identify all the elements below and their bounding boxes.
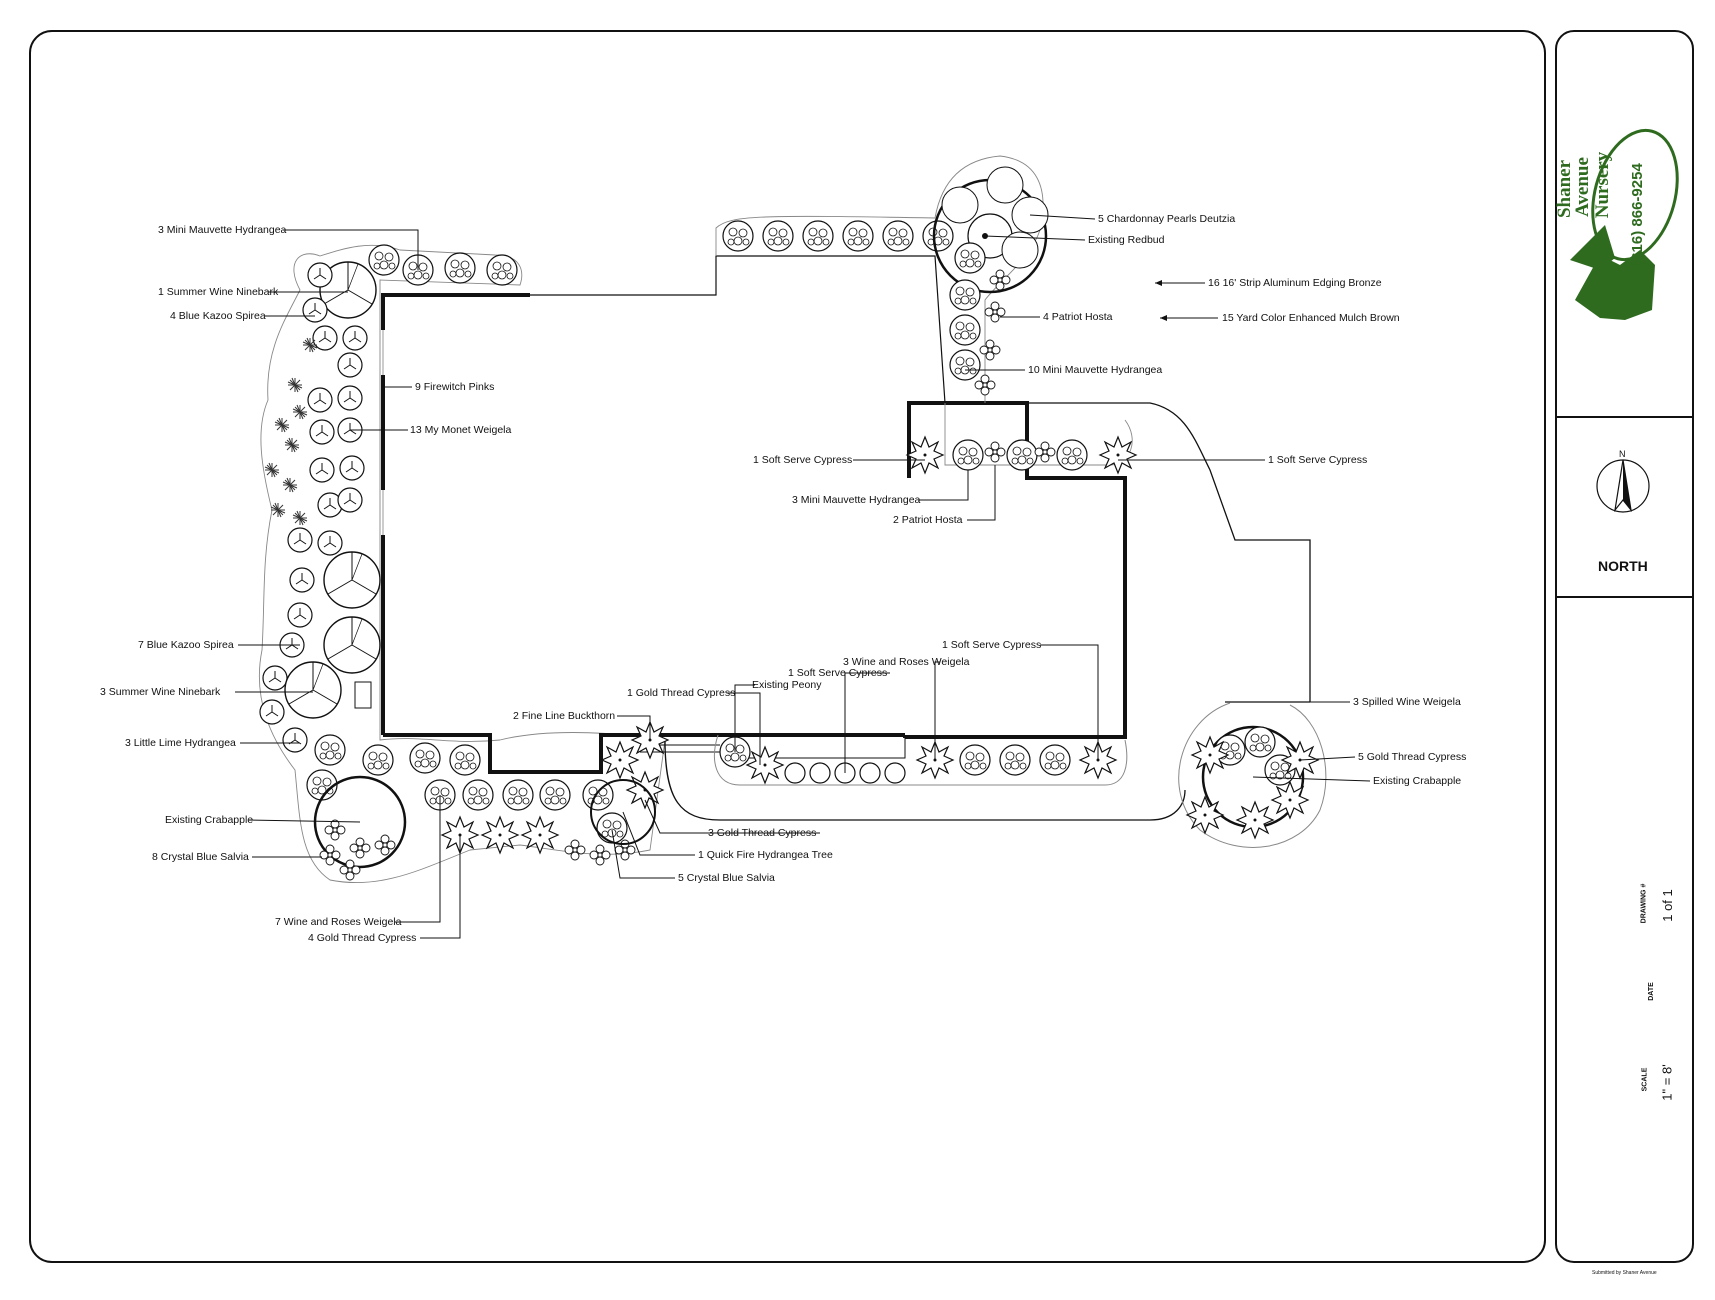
label-quick-fire-1: 1 Quick Fire Hydrangea Tree — [698, 849, 833, 861]
label-wine-roses-7: 7 Wine and Roses Weigela — [275, 916, 402, 928]
drawing-number-value: 1 of 1 — [1659, 889, 1675, 922]
label-patriot-hosta-4: 4 Patriot Hosta — [1043, 311, 1113, 323]
logo-line-3: Nursery — [1592, 151, 1614, 219]
label-existing-peony: Existing Peony — [752, 679, 822, 691]
label-blue-kazoo-4: 4 Blue Kazoo Spirea — [170, 310, 266, 322]
label-mini-mauvette-3-top: 3 Mini Mauvette Hydrangea — [158, 224, 287, 236]
label-gold-thread-4: 4 Gold Thread Cypress — [308, 932, 417, 944]
drawing-number-label: DRAWING # — [1640, 883, 1648, 924]
label-firewitch-9: 9 Firewitch Pinks — [415, 381, 495, 393]
label-gold-thread-5: 5 Gold Thread Cypress — [1358, 751, 1467, 763]
scale-value: 1" = 8' — [1659, 1064, 1675, 1101]
label-soft-serve-1b: 1 Soft Serve Cypress — [942, 639, 1042, 651]
label-soft-serve-1a: 1 Soft Serve Cypress — [788, 667, 888, 679]
label-mulch: 15 Yard Color Enhanced Mulch Brown — [1222, 312, 1400, 324]
label-gold-thread-1: 1 Gold Thread Cypress — [627, 687, 736, 699]
footer-signature: Submitted by Shaner Avenue — [1592, 1270, 1657, 1276]
scale-label: SCALE — [1641, 1067, 1649, 1092]
label-gold-thread-3: 3 Gold Thread Cypress — [708, 827, 817, 839]
label-mini-mauvette-3-mid: 3 Mini Mauvette Hydrangea — [792, 494, 921, 506]
north-arrow-letter: N — [1619, 449, 1626, 459]
label-wine-roses-3: 3 Wine and Roses Weigela — [843, 656, 970, 668]
label-soft-serve-right: 1 Soft Serve Cypress — [1268, 454, 1368, 466]
label-summer-wine-1: 1 Summer Wine Ninebark — [158, 286, 279, 298]
label-edging: 16 16' Strip Aluminum Edging Bronze — [1208, 277, 1382, 289]
label-crystal-blue-8: 8 Crystal Blue Salvia — [152, 851, 249, 863]
label-mini-mauvette-10: 10 Mini Mauvette Hydrangea — [1028, 364, 1163, 376]
label-crabapple-left: Existing Crabapple — [165, 814, 254, 826]
label-my-monet-13: 13 My Monet Weigela — [410, 424, 512, 436]
label-chardonnay-5: 5 Chardonnay Pearls Deutzia — [1098, 213, 1236, 225]
company-logo: Shaner Avenue Nursery (616) 866-9254 — [1548, 118, 1698, 318]
label-spilled-wine-3: 3 Spilled Wine Weigela — [1353, 696, 1461, 708]
label-existing-redbud: Existing Redbud — [1088, 234, 1165, 246]
date-label: DATE — [1647, 982, 1655, 1001]
north-label: NORTH — [1598, 558, 1648, 574]
label-patriot-hosta-2: 2 Patriot Hosta — [893, 514, 963, 526]
label-blue-kazoo-7: 7 Blue Kazoo Spirea — [138, 639, 234, 651]
label-crabapple-right: Existing Crabapple — [1373, 775, 1462, 787]
label-summer-wine-3: 3 Summer Wine Ninebark — [100, 686, 221, 698]
label-fine-line-2: 2 Fine Line Buckthorn — [513, 710, 616, 722]
label-soft-serve-left: 1 Soft Serve Cypress — [753, 454, 853, 466]
logo-line-2: Avenue — [1571, 157, 1593, 217]
company-phone: (616) 866-9254 — [1628, 163, 1646, 266]
label-little-lime-3: 3 Little Lime Hydrangea — [125, 737, 236, 749]
label-crystal-blue-5: 5 Crystal Blue Salvia — [678, 872, 775, 884]
